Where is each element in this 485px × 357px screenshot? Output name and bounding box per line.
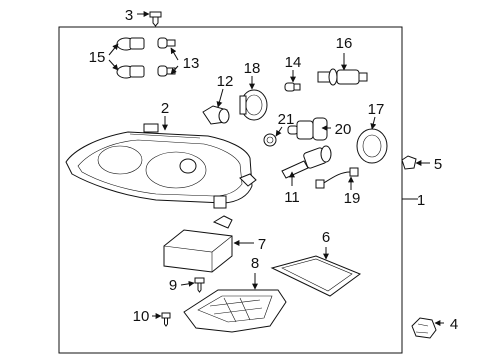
callout-16: 16 [336,35,353,52]
callout-3: 3 [125,7,133,24]
clip-part-5 [401,155,417,170]
bulb-part-11 [281,145,332,179]
cap-part-17 [356,128,388,164]
callout-19: 19 [344,190,361,207]
bulb-part-14 [284,82,301,92]
callout-5: 5 [434,156,442,173]
bulb-part-12 [202,105,230,125]
callout-11: 11 [284,189,300,206]
callout-9: 9 [169,277,177,294]
bulb-part-16 [317,68,368,86]
callout-8: 8 [251,255,259,272]
cover-part-8 [183,289,287,333]
callout-17: 17 [368,101,385,118]
gasket-part-6 [270,255,362,297]
callout-4: 4 [450,316,458,333]
bracket-part-4 [411,317,437,339]
callout-20: 20 [335,121,352,138]
callout-15: 15 [89,49,106,66]
headlamp-part-2 [65,123,257,209]
oring-part-21 [263,133,277,147]
cover-part-18 [239,89,268,121]
callout-12: 12 [217,73,234,90]
callout-10: 10 [133,308,150,325]
screw-part-3 [149,11,162,27]
callout-14: 14 [285,54,302,71]
callout-13: 13 [183,55,200,72]
harness-part-19 [315,167,359,189]
screw-part-9 [194,277,205,293]
socket-part-15 [116,37,145,79]
callout-21: 21 [278,111,295,128]
leader-lines [108,11,444,326]
bulb-part-13 [157,37,176,77]
callout-7: 7 [258,236,266,253]
ballast-part-7 [163,215,233,273]
callout-6: 6 [322,229,330,246]
screw-part-10 [161,312,171,327]
assembly-frame [58,26,403,354]
callout-2: 2 [161,100,169,117]
bulb-part-20 [287,117,328,141]
callout-18: 18 [244,60,261,77]
callout-1: 1 [417,192,425,209]
